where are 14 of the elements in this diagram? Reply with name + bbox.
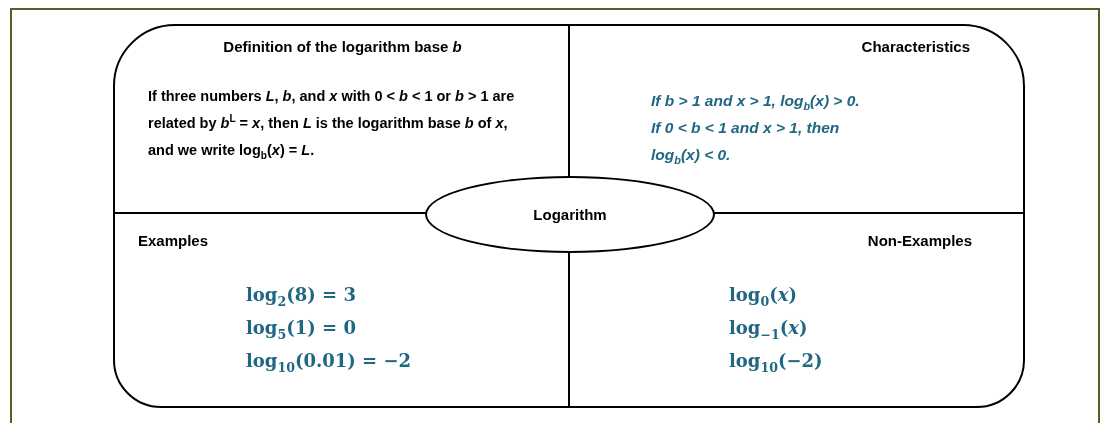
example-expression: log$_{10}$(0.01) = −2 xyxy=(246,350,412,371)
quadrant-heading: Characteristics xyxy=(860,38,970,55)
quadrant-heading: Definition of the logarithm base b xyxy=(222,38,463,55)
characteristic-text: If b > 1 and x > 1, log$_{b}$(x) > 0. xyxy=(651,91,860,114)
non-example-expression: log$_{−1}$(x) xyxy=(729,317,808,338)
definition-text: If three numbers L, b, and x with 0 < b < 1 or b > 1 are related by b$^{L}$ = x, then L is the logarithm base b of x, and we write log$_{b}$(x) = L. xyxy=(148,87,516,163)
quadrant-heading: Examples xyxy=(138,232,209,249)
non-example-expression: log$_{0}$(x) xyxy=(729,284,797,305)
example-expression: log$_{2}$(8) = 3 xyxy=(246,284,356,305)
quadrant-heading: Non-Examples xyxy=(866,232,972,249)
non-example-expression: log$_{10}$(−2) xyxy=(729,350,823,371)
example-expression: log$_{5}$(1) = 0 xyxy=(246,317,356,338)
characteristic-text: If 0 < b < 1 and x > 1, then log$_{b}$(x) < 0. xyxy=(651,118,841,168)
concept-label: Logarithm xyxy=(533,206,607,223)
